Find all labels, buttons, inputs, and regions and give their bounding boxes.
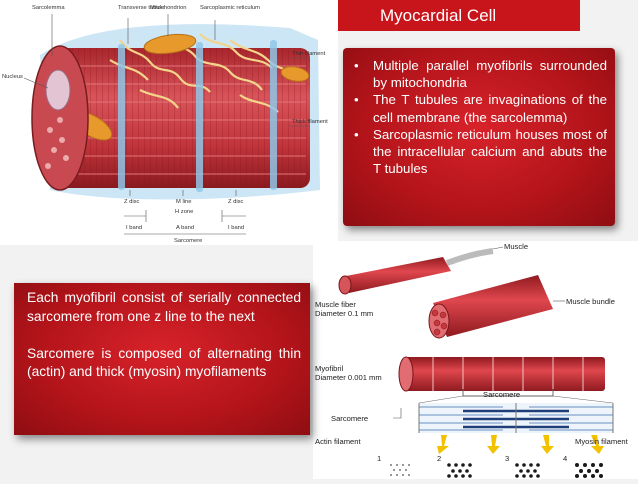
label-muscle-fiber-diameter: Diameter 0.1 mm xyxy=(315,309,373,318)
label-z-disc-left: Z disc xyxy=(124,199,140,205)
leader-sarcomere xyxy=(393,408,402,419)
bullet-list: Multiple parallel myofibrils surrounded … xyxy=(351,57,607,177)
bullet-item: The T tubules are invaginations of the c… xyxy=(351,91,607,125)
label-muscle-bundle: Muscle bundle xyxy=(566,297,615,306)
label-actin-filament: Actin filament xyxy=(315,437,361,446)
muscle-strand xyxy=(338,248,494,295)
label-i-band-left: I band xyxy=(126,225,142,231)
label-myosin-filament: Myosin filament xyxy=(575,437,629,446)
label-mitochondrion: Mitochondrion xyxy=(150,5,186,11)
bullet-box: Multiple parallel myofibrils surrounded … xyxy=(343,48,615,226)
label-sarcolemma: Sarcolemma xyxy=(32,5,65,11)
label-transverse-tubule: Transverse tubule xyxy=(118,5,164,11)
zoom-lines xyxy=(418,395,614,404)
muscle-hierarchy-illustration: Muscle Muscle bundle Muscle fiber Diamet… xyxy=(313,241,638,479)
label-sarcomere-bottom: Sarcomere xyxy=(331,414,368,423)
myofibril xyxy=(398,356,605,392)
label-i-band-right: I band xyxy=(228,225,244,231)
label-nucleus: Nucleus xyxy=(2,74,23,80)
muscle-diagram-svg: Muscle Muscle bundle Muscle fiber Diamet… xyxy=(315,242,629,478)
label-sarcoplasmic-reticulum: Sarcoplasmic reticulum xyxy=(200,5,260,11)
label-sarcomere: Sarcomere xyxy=(174,238,202,244)
bullet-item: Multiple parallel myofibrils surrounded … xyxy=(351,57,607,91)
label-thin-filament: Thin filament xyxy=(292,51,326,57)
cross-section-dots xyxy=(45,117,69,169)
cross-section-number-3: 3 xyxy=(505,454,509,463)
label-myofibril-diameter: Diameter 0.001 mm xyxy=(315,373,382,382)
transverse-tubules xyxy=(118,40,277,192)
cross-section-number-2: 2 xyxy=(437,454,441,463)
sarcomere-paragraph: Sarcomere is composed of alternating thi… xyxy=(27,345,301,380)
label-thick-filament: Thick filament xyxy=(292,119,328,125)
nucleus xyxy=(45,69,71,111)
muscle-bundle xyxy=(428,275,553,339)
label-sarcomere-top: Sarcomere xyxy=(483,390,520,399)
myocardial-cell-illustration: Sarcolemma Transverse tubule Mitochondri… xyxy=(0,0,338,245)
myofibril-paragraph: Each myofibril consist of serially conne… xyxy=(27,290,301,324)
sarcomere-bracket xyxy=(462,389,554,397)
cell-diagram-svg: Sarcolemma Transverse tubule Mitochondri… xyxy=(2,5,328,244)
label-m-line: M line xyxy=(176,199,191,205)
label-z-disc-right: Z disc xyxy=(228,199,244,205)
cross-section-number-4: 4 xyxy=(563,454,567,463)
yellow-arrows xyxy=(437,435,604,454)
label-a-band: A band xyxy=(176,225,194,231)
label-muscle: Muscle xyxy=(504,242,528,251)
label-h-zone: H zone xyxy=(175,209,193,215)
label-muscle-fiber: Muscle fiber xyxy=(315,300,356,309)
sarcomere-text-box: Each myofibril consist of serially conne… xyxy=(14,283,310,435)
label-leaders xyxy=(23,14,310,235)
cross-section-number-1: 1 xyxy=(377,454,381,463)
slide-title: Myocardial Cell xyxy=(338,0,580,31)
cross-section-patterns xyxy=(390,463,603,478)
bullet-item: Sarcoplasmic reticulum houses most of th… xyxy=(351,126,607,178)
myofibril-rows xyxy=(62,65,306,175)
leader-muscle xyxy=(492,246,504,250)
label-myofibril: Myofibril xyxy=(315,364,344,373)
filament-lattice xyxy=(418,403,614,433)
